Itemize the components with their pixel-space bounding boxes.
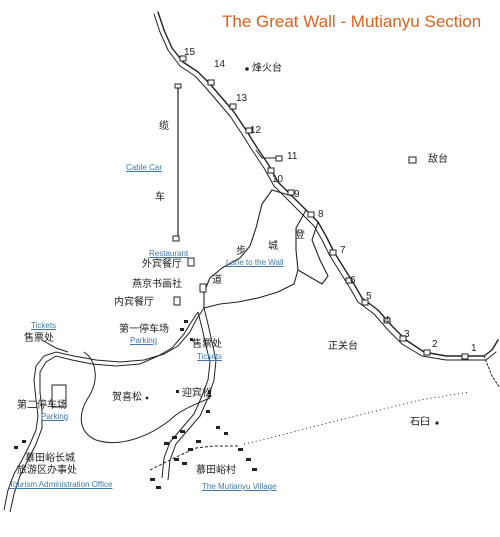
- great-wall: [153, 11, 500, 389]
- beacon-dot-icon: [245, 67, 249, 71]
- parking2-link[interactable]: Parking: [41, 412, 69, 421]
- office-label-1: 慕田峪长城: [25, 453, 75, 464]
- wall-towers: [179, 55, 469, 360]
- tickets-left-label: 售票处: [24, 333, 54, 344]
- studio-label: 燕京书画社: [132, 279, 182, 290]
- shijiu-dot-icon: [435, 421, 439, 425]
- office-label-2: 旅游区办事处: [17, 465, 77, 476]
- tickets-left-link[interactable]: Tickets: [31, 321, 57, 330]
- map-title: The Great Wall - Mutianyu Section: [222, 12, 482, 31]
- foreign-restaurant-label: 外宾餐厅: [142, 259, 182, 270]
- cable-car-link[interactable]: Cable Car: [126, 163, 163, 172]
- cable-car-line: [172, 83, 182, 242]
- lane-paths: [203, 189, 329, 309]
- village-label: 慕田峪村: [196, 465, 236, 476]
- restaurant-link[interactable]: Restaurant: [149, 249, 189, 258]
- cable-car-char-1: 缆: [159, 121, 169, 132]
- small-buildings: [14, 320, 257, 489]
- lane-char-4: 道: [212, 275, 222, 286]
- tower-number: 8: [318, 209, 324, 220]
- roads: [3, 307, 471, 513]
- tower-number: 2: [432, 339, 438, 350]
- office-link[interactable]: Tourism Administration Office: [9, 480, 113, 489]
- parking1-link[interactable]: Parking: [130, 336, 158, 345]
- tower-number: 1: [471, 343, 477, 354]
- restaurant-icons: [173, 257, 207, 306]
- tower-number: 5: [366, 291, 372, 302]
- enemy-tower-label: 敌台: [428, 154, 448, 165]
- parking-lot-2: [51, 384, 67, 408]
- cable-car-char-2: 车: [155, 192, 165, 203]
- lane-char-3: 城: [268, 241, 278, 252]
- tower-number: 14: [214, 59, 226, 70]
- lane-to-wall-link[interactable]: Lane to the Wall: [226, 258, 284, 267]
- tower-number: 13: [236, 93, 248, 104]
- tower-number: 12: [250, 125, 262, 136]
- pine1-dot-icon: [145, 396, 149, 400]
- lane-char-2: 登: [295, 230, 305, 241]
- village-link[interactable]: The Mutianyu Village: [202, 482, 277, 491]
- parking1-label: 第一停车场: [119, 324, 169, 335]
- tower-number: 9: [294, 189, 300, 200]
- shijiu-label: 石臼: [410, 417, 430, 428]
- tower-number: 11: [287, 151, 298, 162]
- tickets-right-link[interactable]: Tickets: [197, 352, 223, 361]
- tower-number: 7: [340, 245, 346, 256]
- enemy-tower-legend-icon: [408, 156, 417, 164]
- tower-number: 3: [404, 329, 410, 340]
- tower-number: 15: [184, 47, 196, 58]
- tower-number: 6: [350, 275, 356, 286]
- tower-number: 10: [272, 174, 284, 185]
- domestic-restaurant-label: 内宾餐厅: [114, 297, 154, 308]
- pine2-label: 迎宾松: [182, 388, 212, 399]
- lane-char-1: 步: [236, 246, 246, 257]
- parking2-label: 第二停车场: [17, 400, 67, 411]
- tower-number: 4: [384, 315, 390, 326]
- tickets-right-label: 售票处: [192, 339, 222, 350]
- zhengguan-tower-label: 正关台: [328, 341, 358, 352]
- pine2-dot-icon: [208, 394, 212, 398]
- pine1-label: 贺喜松: [112, 392, 142, 403]
- beacon-tower-label: 烽火台: [252, 63, 282, 74]
